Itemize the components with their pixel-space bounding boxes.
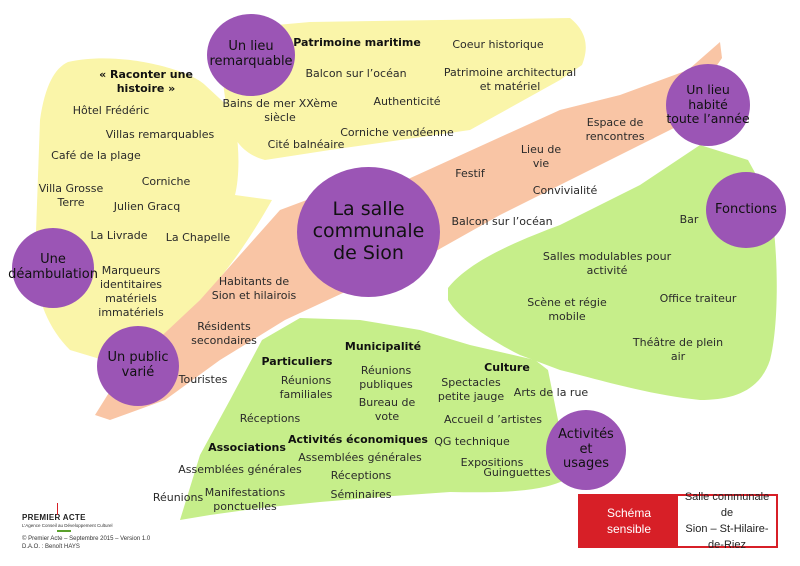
label-seminaires: Séminaires [330,488,392,501]
bubble-lieu-habite: Un lieu habité toute l’année [666,64,750,146]
label-receptions-2: Réceptions [330,469,392,482]
logo-red-bar [57,503,58,515]
label-bureau-vote: Bureau de vote [358,396,416,423]
label-culture: Culture [484,361,530,374]
label-la-livrade: La Livrade [90,229,148,242]
label-hotel-frederic: Hôtel Frédéric [72,104,150,117]
label-office-traiteur: Office traiteur [659,292,737,305]
label-residents-secondaires: Résidents secondaires [191,320,257,347]
label-festif: Festif [455,167,485,180]
bubble-fonctions: Fonctions [706,172,786,248]
bubble-lieu-remarquable: Un lieu remarquable [207,14,295,96]
label-villas-remarquables: Villas remarquables [105,128,215,141]
label-villa-grosse-terre: Villa Grosse Terre [38,182,104,209]
label-touristes: Touristes [178,373,228,386]
credit-line-1: © Premier Acte – Septembre 2015 – Versio… [22,536,151,542]
label-lieu-de-vie: Lieu de vie [520,143,562,170]
label-assemblees-generales-1: Assemblées générales [178,463,302,476]
label-salles-modulables: Salles modulables pour activité [542,250,672,277]
label-receptions-1: Réceptions [239,412,301,425]
label-balcon-ocean-2: Balcon sur l’océan [451,215,553,228]
premier-acte-logo: PREMIER ACTE L’Agence Conseil au Dévelop… [22,503,113,532]
label-authenticite: Authenticité [373,95,441,108]
credit-text: © Premier Acte – Septembre 2015 – Versio… [22,535,150,551]
label-associations: Associations [208,441,286,454]
zone-patrimoine [220,18,586,160]
label-la-chapelle: La Chapelle [165,231,231,244]
label-particuliers: Particuliers [261,355,333,368]
label-espace-rencontres: Espace de rencontres [585,116,645,143]
label-habitants: Habitants de Sion et hilairois [211,275,297,302]
label-coeur-historique: Coeur historique [452,38,544,51]
logo-green-bar [57,530,71,532]
legend-title: Salle communale de Sion – St-Hilaire-de-… [684,491,770,551]
label-reunions: Réunions [152,491,204,504]
label-accueil-artistes: Accueil d ’artistes [444,413,542,426]
label-reunions-publiques: Réunions publiques [359,364,413,391]
label-assemblees-generales-2: Assemblées générales [298,451,422,464]
bubble-fonctions-label: Fonctions [714,201,778,217]
logo-tagline: L’Agence Conseil au Développement Cultur… [22,523,113,528]
bubble-deambulation: Une déambulation [8,228,98,308]
label-spectacles: Spectacles petite jauge [437,376,505,403]
bubble-deambulation-label: Une déambulation [8,252,98,282]
center-bubble-label: La salle communale de Sion [312,198,425,264]
legend-box: Schéma sensible Salle communale de Sion … [578,491,778,551]
label-corniche: Corniche [141,175,191,188]
label-qg-technique: QG technique [434,435,510,448]
bubble-activites-label: Activités et usages [558,426,614,472]
zone-activites [180,318,565,520]
label-marqueurs-identitaires: Marqueurs identitaires matériels immatér… [98,264,164,319]
bubble-lieu-remarquable-label: Un lieu remarquable [209,39,293,69]
label-reunions-familiales: Réunions familiales [279,374,333,401]
label-theatre-plein-air: Théâtre de plein air [632,336,724,363]
label-cafe-plage: Café de la plage [51,149,141,162]
label-julien-gracq: Julien Gracq [113,200,181,213]
label-convivialite: Convivialité [532,184,598,197]
label-bar: Bar [679,213,699,226]
label-cite-balneaire: Cité balnéaire [267,138,345,151]
label-corniche-vendeenne: Corniche vendéenne [340,126,454,139]
credit-line-2: D.A.O. : Benoît HAYS [22,544,80,550]
label-activites-economiques: Activités économiques [288,433,428,446]
bubble-public-varie-label: Un public varié [107,350,169,380]
label-balcon-ocean-1: Balcon sur l’océan [305,67,407,80]
label-manifestations: Manifestations ponctuelles [204,486,286,513]
label-raconter-histoire: « Raconter une histoire » [99,68,193,95]
label-municipalite: Municipalité [344,340,422,353]
label-patrimoine-maritime: Patrimoine maritime [293,36,421,49]
label-guinguettes: Guinguettes [483,466,551,479]
label-patrimoine-architectural: Patrimoine architectural et matériel [443,66,577,93]
label-arts-de-la-rue: Arts de la rue [513,386,589,399]
label-bains-de-mer: Bains de mer XXème siècle [222,97,338,124]
zone-fonctions [448,145,777,400]
center-bubble: La salle communale de Sion [297,167,440,297]
label-scene-regie: Scène et régie mobile [527,296,607,323]
zone-histoire [35,58,272,365]
legend-schema-sensible: Schéma sensible [580,496,678,546]
bubble-public-varie: Un public varié [97,326,179,406]
label-expositions: Expositions [460,456,524,469]
logo-name: PREMIER ACTE [22,513,86,522]
bubble-activites: Activités et usages [546,410,626,490]
bubble-lieu-habite-label: Un lieu habité toute l’année [666,82,750,127]
